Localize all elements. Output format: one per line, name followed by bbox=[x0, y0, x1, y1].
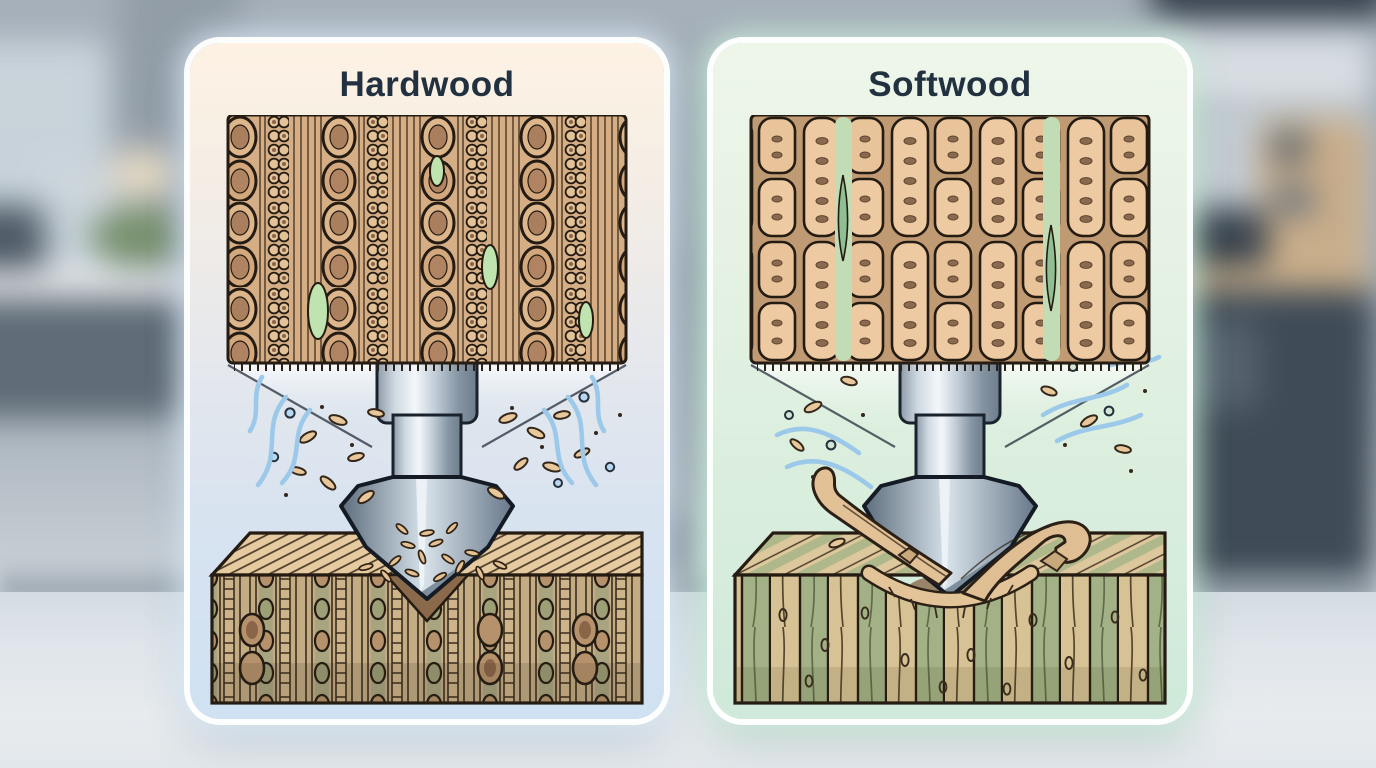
hardwood-block-vessels bbox=[238, 612, 599, 686]
tool-silhouette-1 bbox=[1270, 130, 1310, 164]
desk-left-body bbox=[0, 298, 190, 418]
hardwood-dust-dots bbox=[268, 391, 622, 497]
softwood-swish-lines bbox=[774, 354, 1162, 490]
shelf-band-2 bbox=[1155, 70, 1375, 92]
hardwood-micrograph bbox=[226, 115, 628, 371]
tool-silhouette-2 bbox=[1270, 185, 1316, 215]
softwood-block-pits bbox=[778, 606, 1148, 696]
hardwood-swish-lines bbox=[247, 374, 607, 488]
softwood-fiber-fringe bbox=[757, 362, 1143, 371]
bench-top-right bbox=[1155, 266, 1375, 290]
hardwood-fiber-fringe bbox=[234, 362, 620, 371]
softwood-title: Softwood bbox=[868, 65, 1032, 104]
shelf-top-right bbox=[1150, 0, 1376, 20]
softwood-chips bbox=[789, 375, 1132, 573]
hardwood-illustration bbox=[208, 115, 644, 705]
softwood-resin-canals bbox=[835, 117, 1060, 361]
plant bbox=[90, 208, 185, 264]
softwood-illustration bbox=[731, 115, 1167, 705]
softwood-micrograph bbox=[749, 115, 1151, 371]
softwood-lip-band bbox=[860, 564, 1040, 619]
hardwood-title: Hardwood bbox=[339, 65, 515, 104]
desk-left-top bbox=[0, 270, 200, 298]
hardwood-resin-blobs bbox=[307, 155, 594, 340]
cabinet-panel bbox=[1180, 320, 1260, 410]
softwood-panel: Softwood bbox=[713, 43, 1187, 719]
shelf-band-1 bbox=[1155, 32, 1375, 62]
hardwood-notch-chips bbox=[358, 521, 508, 583]
lamp-head bbox=[110, 155, 180, 191]
hardwood-panel: Hardwood bbox=[190, 43, 664, 719]
